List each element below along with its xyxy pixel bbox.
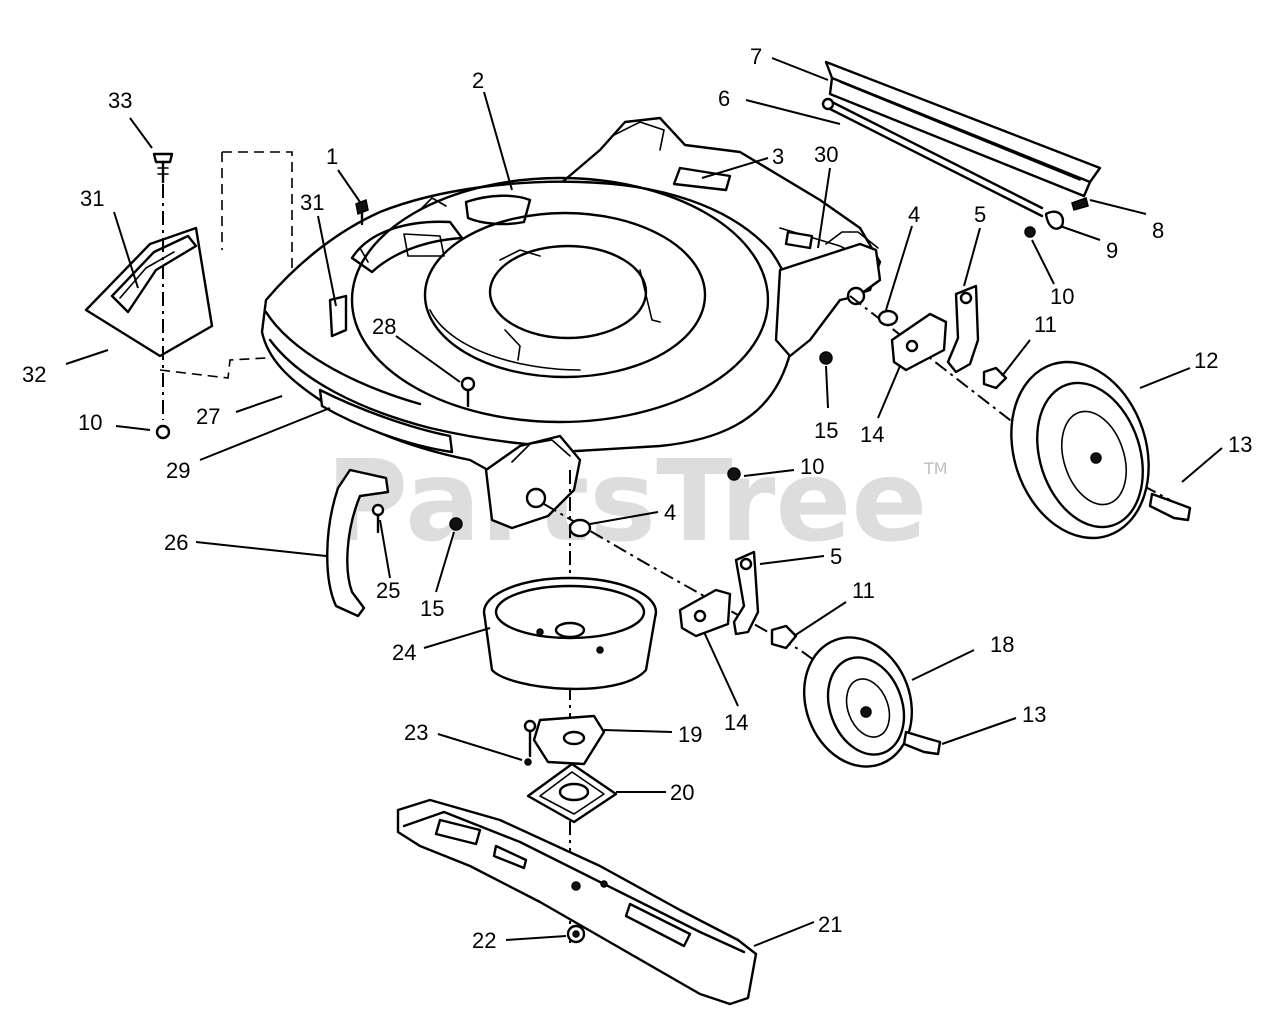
watermark-trademark: TM [923,459,948,478]
callout-23: 23 [404,720,428,745]
callout-31-left: 31 [80,186,104,211]
part-screw-8 [1071,197,1089,211]
watermark-text: PartsTree [326,437,927,567]
part-nut-10-middle [727,467,741,481]
callout-21: 21 [818,912,842,937]
callout-26: 26 [164,530,188,555]
part-bolt-13-front [902,730,942,756]
part-screw-25 [371,503,385,534]
callout-29: 29 [166,458,190,483]
part-lever-5-front [732,550,760,636]
leader-lines [65,57,1223,947]
part-bolt-23 [523,719,537,766]
callout-10-upper: 10 [1050,284,1074,309]
callout-20: 20 [670,780,694,805]
part-bolt-28 [460,376,476,408]
callout-11-rear: 11 [1034,312,1057,337]
callout-10-left: 10 [78,410,102,435]
callout-19: 19 [678,722,702,747]
part-bolt-11-rear [982,366,1008,390]
part-wheel-18 [802,636,914,768]
callout-30: 30 [814,142,838,167]
callout-12: 12 [1194,348,1218,373]
part-flap-32 [84,226,214,358]
callout-15-front: 15 [420,596,444,621]
part-bracket-14-rear [890,312,948,372]
part-nut-15-rear [819,351,833,365]
part-strap-26 [326,468,390,618]
callout-7: 7 [750,44,762,69]
callout-13-rear: 13 [1228,432,1252,457]
part-flap-bracket [159,151,293,379]
part-blade-21 [396,798,758,1006]
part-hinge-cover [824,60,1102,198]
part-nut-15-front [449,517,463,531]
part-bolt-13-rear [1148,492,1192,522]
callout-5-rear: 5 [974,202,986,227]
part-bracket-14-front [678,588,732,638]
part-washer-4-front [568,518,592,538]
callout-11-front: 11 [852,578,875,603]
part-deck-housing [260,116,882,530]
callout-1: 1 [326,144,338,169]
part-bolt-33 [152,152,174,184]
part-plate-20 [526,762,618,824]
callout-13-front: 13 [1022,702,1046,727]
callout-6: 6 [718,86,730,111]
part-washer-4-rear [877,309,899,327]
part-nut-10-left [155,424,171,440]
part-nut-10-upper [1024,226,1036,238]
callout-31-right: 31 [300,190,324,215]
callout-5-front: 5 [830,544,842,569]
callout-27: 27 [196,404,220,429]
callout-labels: 1 2 3 4 4 5 5 6 7 8 9 10 10 10 11 11 12 … [22,44,1252,953]
callout-22: 22 [472,928,496,953]
part-bolt-11-front [770,624,798,650]
callout-28: 28 [372,314,396,339]
part-bolt-1 [355,198,369,226]
callout-8: 8 [1152,218,1164,243]
callout-4-front: 4 [664,500,676,525]
callout-33: 33 [108,88,132,113]
part-hinge-rod [821,97,1044,218]
callout-3: 3 [772,144,784,169]
callout-4-rear: 4 [908,202,920,227]
callout-32: 32 [22,362,46,387]
callout-14-front: 14 [724,710,748,735]
callout-14-rear: 14 [860,422,884,447]
callout-15-rear: 15 [814,418,838,443]
part-cup-24 [482,576,658,691]
part-nut-22 [566,924,586,944]
callout-18: 18 [990,632,1014,657]
callout-10-middle: 10 [800,454,824,479]
callout-9: 9 [1106,238,1118,263]
part-plate-19 [532,714,606,766]
part-lever-5-rear [946,284,980,374]
callout-2: 2 [472,68,484,93]
callout-24: 24 [392,640,416,665]
part-wheel-12 [1010,360,1150,540]
callout-25: 25 [376,578,400,603]
